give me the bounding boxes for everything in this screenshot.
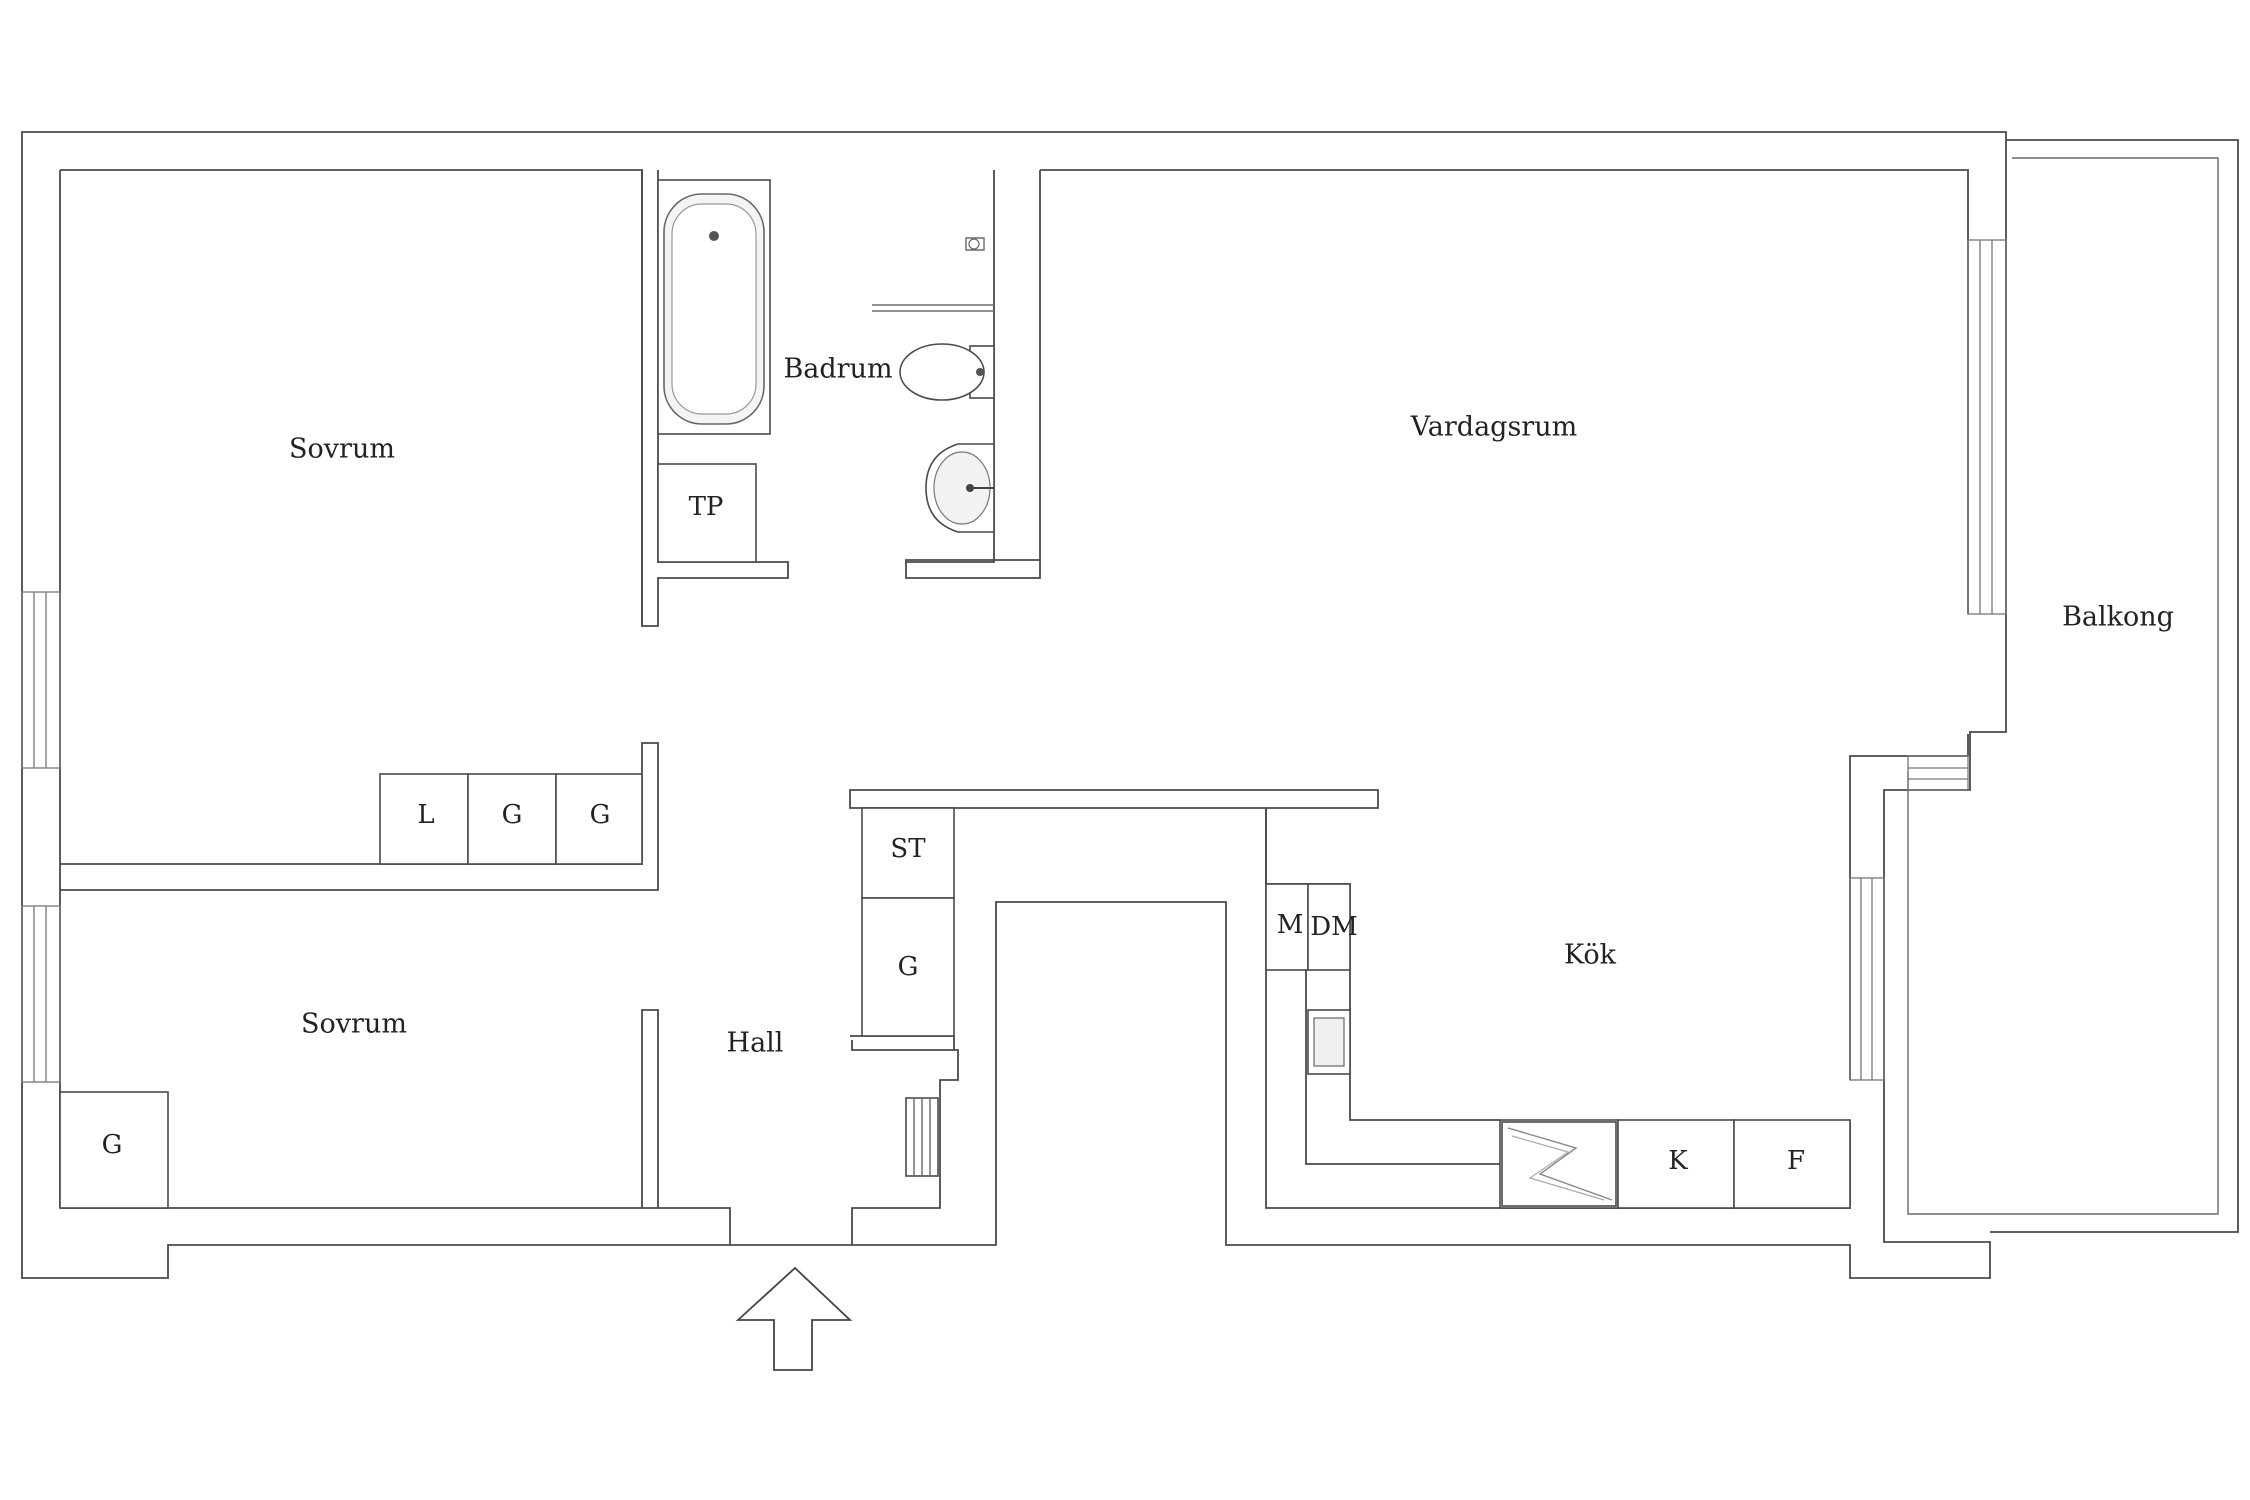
room-label-vardagsrum: Vardagsrum — [1410, 412, 1577, 443]
tp-cabinet — [657, 463, 757, 563]
windows — [21, 239, 2007, 1083]
room-label-badrum: Badrum — [783, 354, 892, 385]
hall-closets — [861, 807, 955, 1037]
room-label-balkong: Balkong — [2062, 602, 2174, 633]
room-label-sovrum-1: Sovrum — [289, 434, 395, 465]
toilet — [899, 343, 995, 401]
fixture-label-g-3: G — [898, 952, 919, 982]
fixture-label-st: ST — [890, 834, 926, 864]
fixture-label-dm: DM — [1310, 912, 1357, 942]
kitchen-units — [1265, 808, 1851, 1209]
radiator — [905, 1097, 939, 1177]
fixture-label-g-1: G — [502, 800, 523, 830]
entrance-arrow-icon — [735, 1266, 853, 1371]
wall-tap — [965, 237, 985, 251]
fixture-label-f: F — [1787, 1146, 1805, 1176]
room-label-hall: Hall — [727, 1028, 784, 1059]
fixture-label-tp: TP — [689, 492, 724, 522]
fixture-label-g-4: G — [102, 1130, 123, 1160]
exterior-walls — [21, 131, 2007, 1279]
interior-walls — [60, 139, 2239, 1233]
fixture-label-m: M — [1277, 910, 1304, 940]
fixture-label-k: K — [1668, 1146, 1688, 1176]
room-label-sovrum-2: Sovrum — [301, 1009, 407, 1040]
bedroom-wardrobes — [379, 773, 643, 865]
fixture-label-g-2: G — [590, 800, 611, 830]
lower-bedroom-wardrobe — [59, 1091, 169, 1209]
bathtub — [657, 179, 771, 435]
fixture-label-l: L — [417, 800, 434, 830]
sink — [925, 443, 995, 533]
stove-symbol-icon — [1507, 1127, 1613, 1201]
room-label-kok: Kök — [1564, 940, 1617, 971]
